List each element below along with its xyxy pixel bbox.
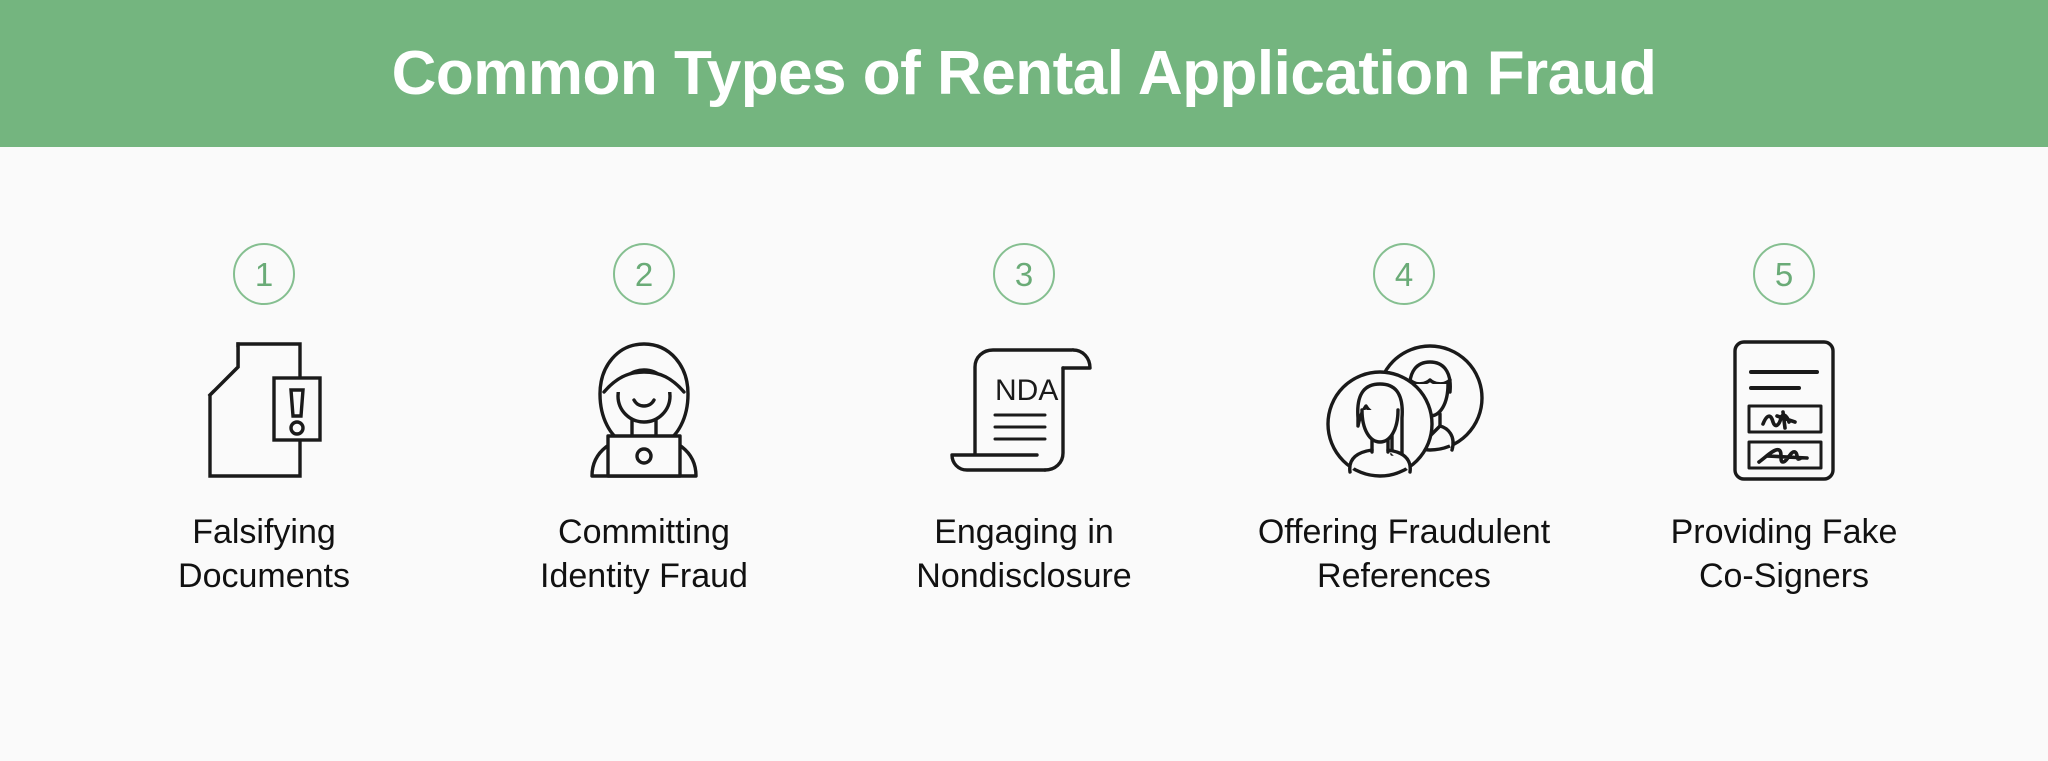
- fraud-type-item-3: 3 NDA: [834, 243, 1214, 598]
- step-number-2: 2: [634, 255, 654, 293]
- step-number-3: 3: [1014, 255, 1034, 293]
- step-number-badge-3: 3: [993, 243, 1055, 305]
- fraud-type-label-5: Providing Fake Co-Signers: [1670, 513, 1898, 595]
- document-warning-icon: [204, 335, 324, 485]
- hooded-hacker-laptop-icon: [578, 335, 710, 485]
- fraud-type-label-3: Engaging in Nondisclosure: [916, 513, 1132, 595]
- fraud-type-label-2: Committing Identity Fraud: [540, 513, 748, 595]
- step-number-1: 1: [254, 255, 274, 293]
- header-bar: Common Types of Rental Application Fraud: [0, 0, 2048, 147]
- fraud-type-item-4: 4: [1214, 243, 1594, 598]
- step-number-badge-5: 5: [1753, 243, 1815, 305]
- fraud-type-label-1: Falsifying Documents: [178, 513, 350, 595]
- step-number-badge-4: 4: [1373, 243, 1435, 305]
- step-number-badge-1: 1: [233, 243, 295, 305]
- fraud-type-item-1: 1 Falsifying Documents: [74, 243, 454, 598]
- content-area: 1 Falsifying Documents: [0, 147, 2048, 761]
- fraud-type-list: 1 Falsifying Documents: [74, 243, 1974, 761]
- fraud-type-label-4: Offering Fraudulent References: [1257, 513, 1551, 595]
- step-number-5: 5: [1774, 255, 1794, 293]
- signed-document-icon: [1721, 335, 1847, 485]
- step-number-4: 4: [1394, 255, 1414, 293]
- nda-scroll-icon: NDA: [949, 335, 1099, 485]
- step-number-badge-2: 2: [613, 243, 675, 305]
- fraud-type-item-5: 5: [1594, 243, 1974, 598]
- page-title: Common Types of Rental Application Fraud: [391, 38, 1657, 108]
- nda-label: NDA: [995, 374, 1058, 407]
- two-people-avatars-icon: [1322, 335, 1487, 485]
- fraud-type-item-2: 2: [454, 243, 834, 598]
